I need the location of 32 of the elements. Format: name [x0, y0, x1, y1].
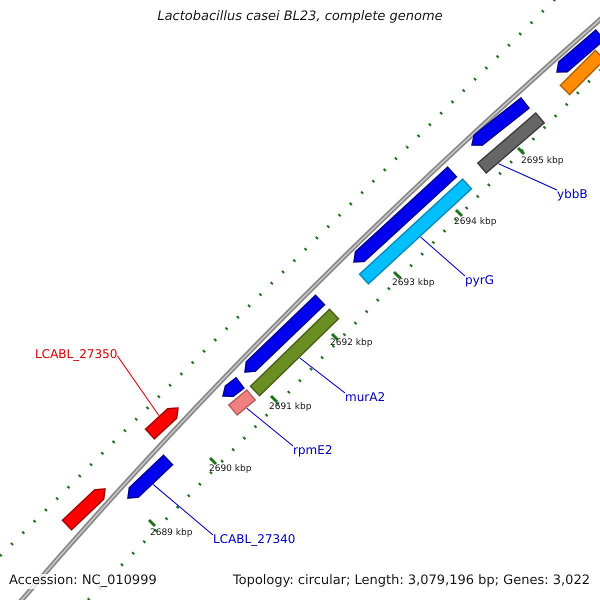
scale-label: 2694 kbp	[454, 217, 496, 228]
gene-block	[556, 29, 600, 73]
gene-block	[127, 454, 174, 499]
scale-label: 2695 kbp	[521, 156, 564, 166]
gene-block	[61, 488, 106, 531]
gene-block	[228, 388, 256, 416]
gene-label: ybbB	[557, 188, 588, 202]
accession-note: Accession: NC_010999	[9, 574, 157, 589]
gene-label: LCABL_27350	[35, 348, 118, 362]
scale-label: 2693 kbp	[392, 278, 434, 288]
gene-label: murA2	[345, 391, 386, 405]
scale-label: 2691 kbp	[269, 402, 312, 412]
scale-label: 2690 kbp	[209, 464, 252, 474]
gene-block	[222, 376, 245, 398]
leader-line	[116, 355, 160, 416]
leader-line	[299, 357, 346, 394]
leader-line	[420, 236, 466, 276]
gene-label: rpmE2	[293, 444, 332, 458]
scale-label: 2689 kbp	[150, 528, 192, 538]
scale-label: 2692 kbp	[330, 338, 372, 348]
gene-block	[244, 294, 326, 373]
leader-line	[152, 484, 214, 536]
leader-line	[246, 408, 294, 446]
gene-block	[476, 112, 546, 174]
leader-line	[498, 163, 558, 190]
map-title: Lactobacillus casei BL23, complete genome	[156, 10, 444, 25]
gene-block	[144, 407, 179, 440]
gene-label: LCABL_27340	[213, 533, 296, 547]
gene-block	[471, 96, 530, 146]
gene-label: pyrG	[465, 274, 494, 288]
genome-summary: Topology: circular; Length: 3,079,196 bp; Genes: 3,022	[232, 574, 590, 589]
gene-block	[559, 49, 600, 96]
